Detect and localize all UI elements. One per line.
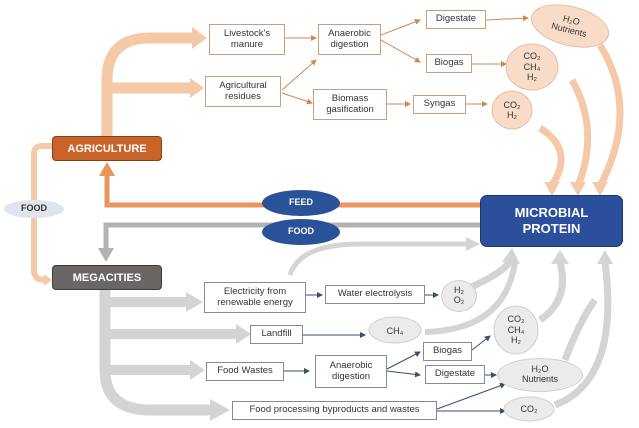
co2-cloud-label: CO₂ bbox=[520, 403, 538, 414]
cloud-biogas-top bbox=[505, 43, 559, 91]
food-wastes-box: Food Wastes bbox=[206, 362, 284, 381]
h2o-nutrients-ellipse-bottom: H₂O Nutrients bbox=[497, 358, 583, 392]
landfill-box: Landfill bbox=[250, 325, 303, 344]
food-to-agriculture-line bbox=[31, 143, 52, 200]
anaerobic-digestion-box-bottom: Anaerobic digestion bbox=[315, 355, 387, 388]
biogas-gases-top: CO₂ CH₄ H₂ bbox=[523, 51, 541, 83]
syngas-box: Syngas bbox=[413, 95, 466, 114]
feed-ellipse: FEED bbox=[262, 190, 340, 216]
microbial-protein-hub[interactable]: MICROBIAL PROTEIN bbox=[480, 195, 623, 247]
cloud-syngas-top bbox=[491, 90, 533, 130]
biogas-gases-bottom: CO₂ CH₄ H₂ bbox=[507, 314, 525, 346]
cloud-ch4 bbox=[368, 316, 422, 344]
anaerobic-digestion-box-top: Anaerobic digestion bbox=[318, 24, 381, 55]
livestock-manure-box: Livestock's manure bbox=[209, 24, 285, 55]
digestate-box-bottom: Digestate bbox=[425, 365, 485, 384]
megacities-hub[interactable]: MEGACITIES bbox=[52, 265, 162, 290]
food-to-megacities-line bbox=[31, 218, 46, 283]
h2-o2-ellipse: H₂ O₂ bbox=[441, 280, 477, 312]
digestate-box-top: Digestate bbox=[426, 10, 486, 29]
water-electrolysis-box: Water electrolysis bbox=[325, 285, 425, 304]
ch4-cloud-label: CH₄ bbox=[386, 325, 404, 336]
food-ellipse-left: FOOD bbox=[4, 200, 64, 218]
megacities-trunk bbox=[99, 290, 215, 416]
feed-line bbox=[104, 175, 480, 208]
biomass-gasification-box: Biomass gasification bbox=[313, 89, 387, 120]
electricity-box: Electricity from renewable energy bbox=[204, 282, 306, 313]
biogas-box-top: Biogas bbox=[426, 54, 472, 73]
cloud-co2-bottom bbox=[503, 396, 555, 422]
agricultural-residues-box: Agricultural residues bbox=[205, 76, 281, 107]
food-processing-box: Food processing byproducts and wastes bbox=[232, 401, 437, 420]
agriculture-trunk bbox=[101, 32, 195, 136]
agriculture-hub[interactable]: AGRICULTURE bbox=[52, 136, 162, 161]
biogas-box-bottom: Biogas bbox=[423, 342, 472, 361]
food-ellipse-center: FOOD bbox=[262, 219, 340, 245]
food-center-line bbox=[103, 222, 480, 248]
syngas-gases: CO₂ H₂ bbox=[503, 99, 521, 120]
cloud-biogas-bottom bbox=[493, 305, 539, 355]
